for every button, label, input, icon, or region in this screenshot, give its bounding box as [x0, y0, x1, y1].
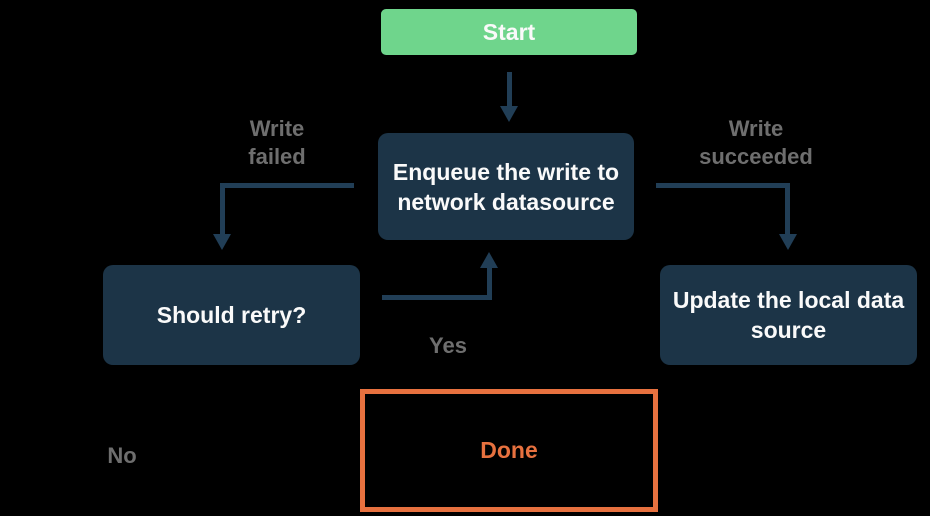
node-enqueue-write: Enqueue the write to network datasource — [378, 133, 634, 240]
node-done-label: Done — [480, 437, 538, 463]
edge-label-yes: Yes — [429, 333, 467, 358]
arrow-down-icon — [779, 234, 797, 250]
edge-line — [507, 72, 512, 108]
node-start-label: Start — [482, 18, 536, 45]
arrow-down-icon — [213, 234, 231, 250]
edge-label-no: No — [107, 443, 137, 468]
node-update-local-source-label: Update the local data source — [672, 287, 905, 343]
edge-line — [785, 183, 790, 234]
arrow-down-icon — [500, 106, 518, 122]
node-update-local-source: Update the local data source — [660, 265, 917, 365]
node-done: Done — [360, 389, 658, 512]
edge-line — [220, 183, 225, 234]
edge-line — [656, 183, 788, 188]
node-should-retry-label: Should retry? — [156, 302, 307, 328]
node-enqueue-write-label: Enqueue the write to network datasource — [392, 158, 620, 215]
edge-line — [220, 183, 354, 188]
node-start: Start — [381, 9, 637, 55]
arrow-up-icon — [480, 252, 498, 268]
edge-line — [382, 295, 492, 300]
edge-label-write-failed: Write failed — [248, 116, 306, 169]
edge-line — [487, 268, 492, 300]
node-should-retry: Should retry? — [103, 265, 360, 365]
edge-label-write-succeeded: Write succeeded — [699, 116, 813, 169]
